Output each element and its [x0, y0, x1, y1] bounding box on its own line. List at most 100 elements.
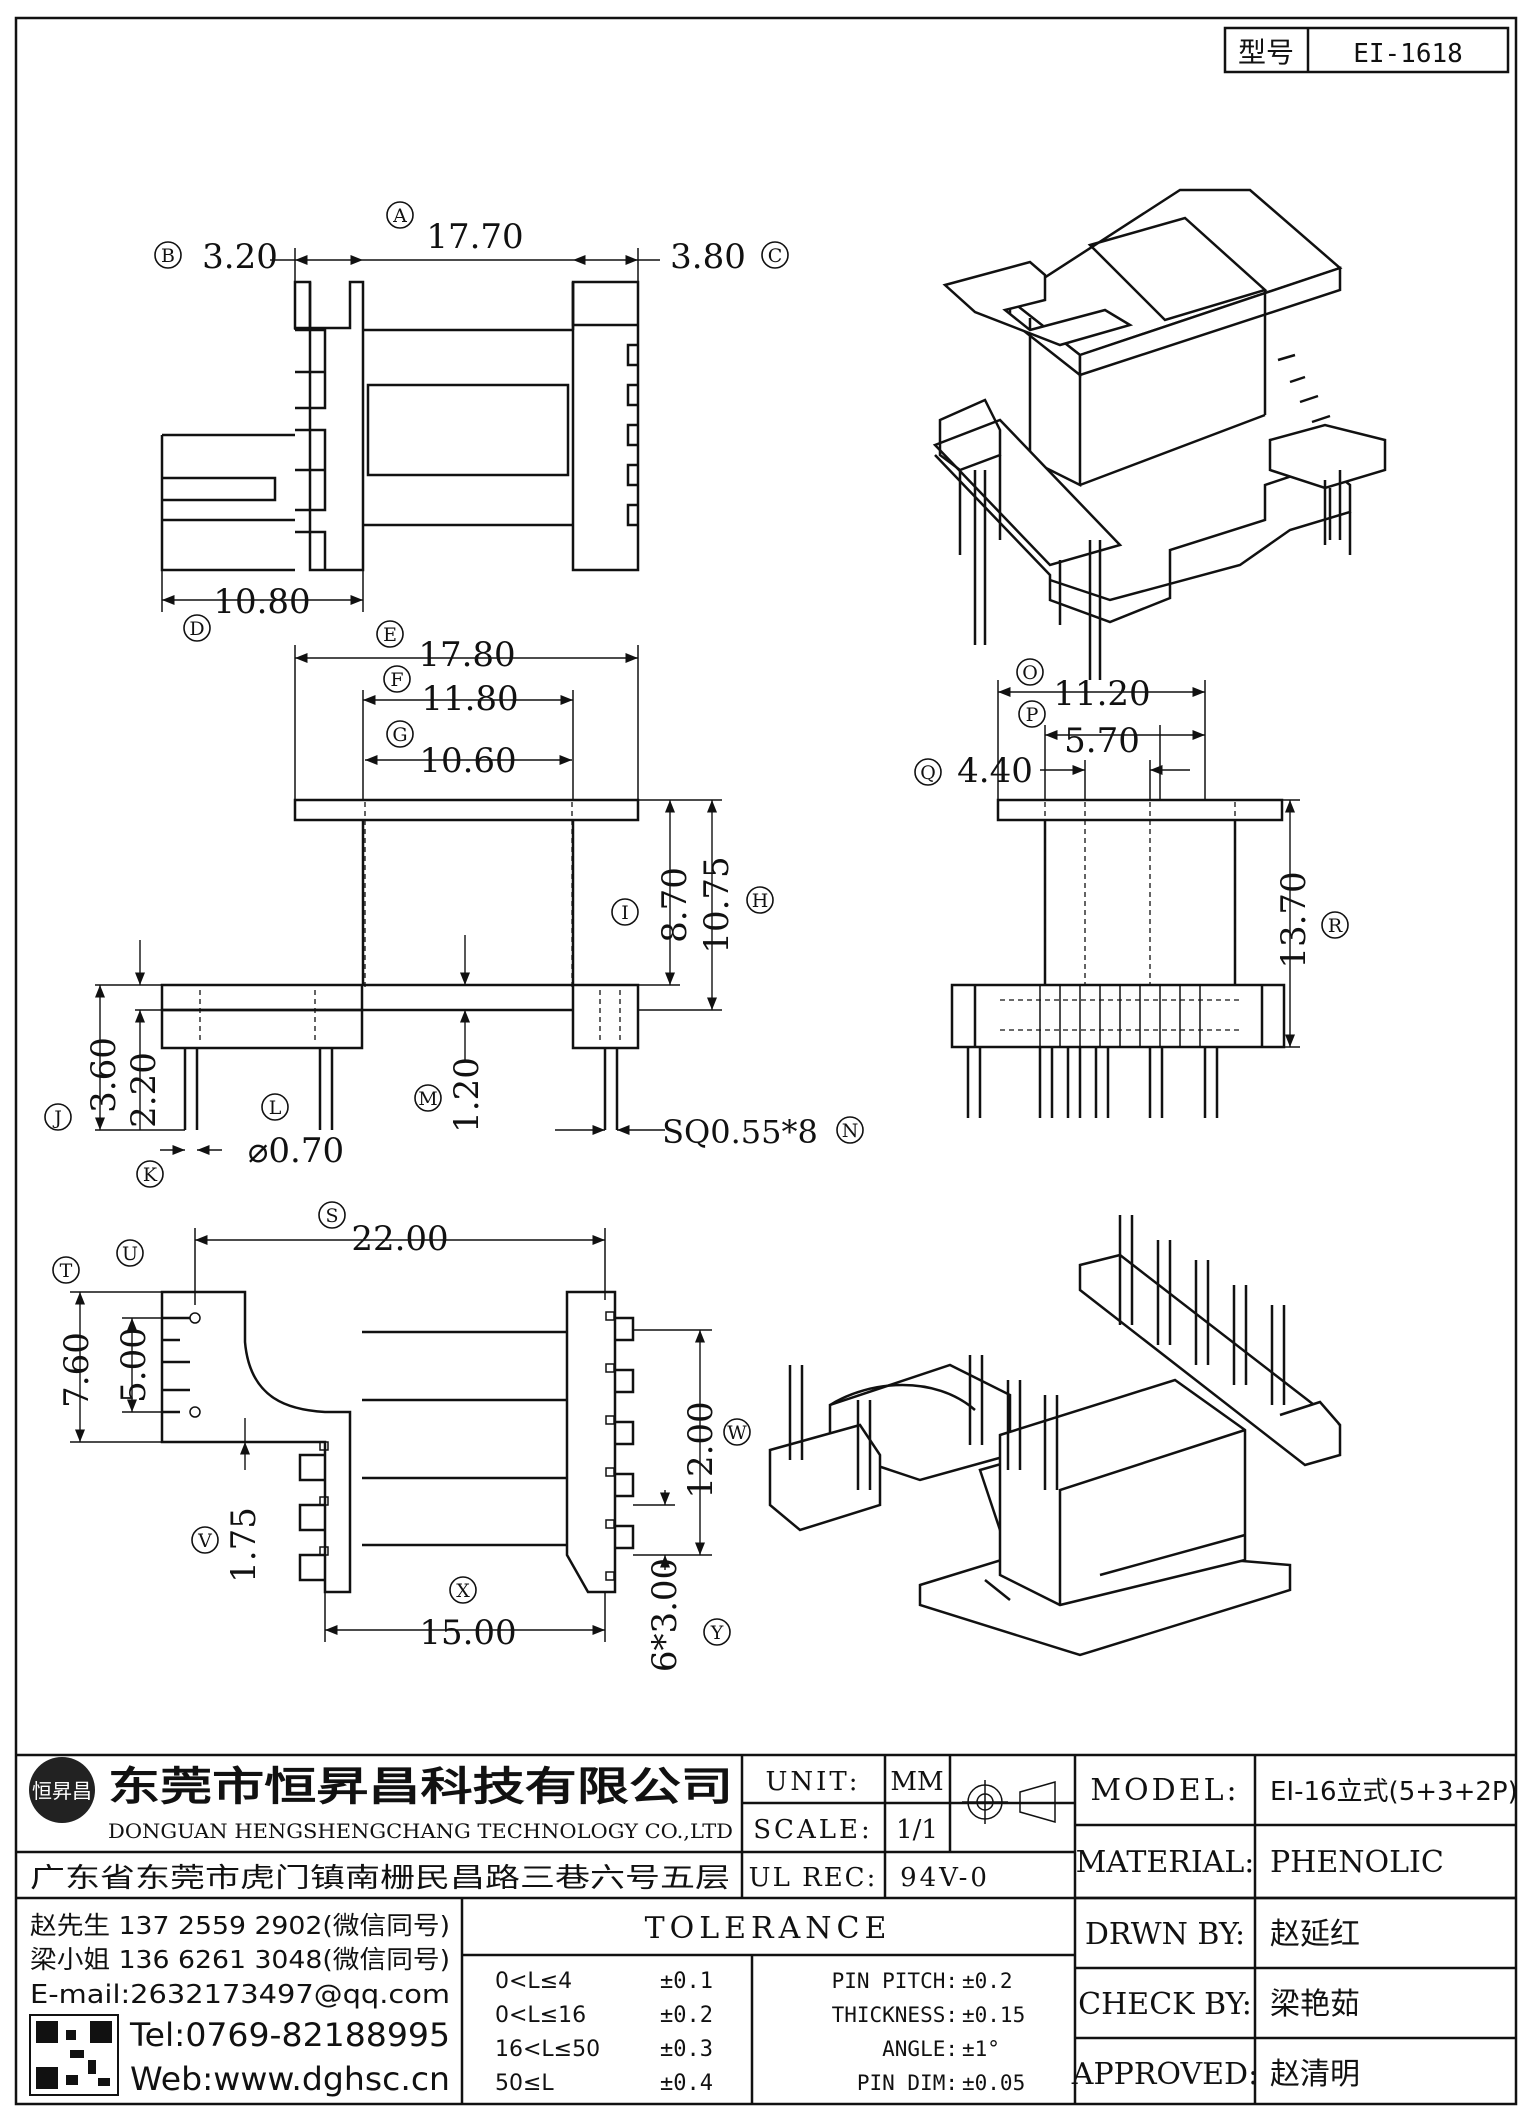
approved-value: 赵清明 [1270, 2057, 1360, 2092]
check-label: CHECK BY: [1078, 1987, 1252, 2022]
spec-label: THICKNESS: [832, 2003, 958, 2027]
svg-text:11.80: 11.80 [421, 679, 518, 719]
dim-J: J 3.60 [44, 1037, 124, 1131]
svg-text:O: O [1022, 662, 1038, 684]
front-view [160, 798, 640, 1130]
svg-text:T: T [60, 1260, 73, 1282]
contact-1: 赵先生 137 2559 2902(微信同号) [30, 1911, 450, 1940]
svg-text:10.75: 10.75 [697, 856, 737, 953]
svg-text:17.70: 17.70 [426, 217, 523, 257]
svg-text:C: C [768, 245, 783, 267]
tolerance-value: ±0.4 [660, 2071, 713, 2096]
svg-text:17.80: 17.80 [418, 635, 515, 675]
contact-2: 梁小姐 136 6261 3048(微信同号) [30, 1945, 450, 1974]
bottom-view [160, 1290, 635, 1594]
svg-text:恒昇昌: 恒昇昌 [32, 1779, 92, 1803]
svg-text:10.60: 10.60 [419, 741, 516, 781]
scale-value: 1/1 [896, 1815, 938, 1845]
model-value: EI-16立式(5+3+2P) [1270, 1777, 1518, 1807]
dim-W: W 12.00 [681, 1401, 751, 1499]
model-header: 型号 EI-1618 [1223, 26, 1510, 74]
unit-label: UNIT: [765, 1767, 860, 1797]
svg-text:5.00: 5.00 [114, 1327, 154, 1403]
svg-text:1.75: 1.75 [224, 1507, 264, 1583]
tolerance-title: TOLERANCE [645, 1911, 892, 1946]
spec-value: ±1° [962, 2037, 1000, 2061]
dim-O: O 11.20 [1016, 658, 1151, 714]
spec-label: ANGLE: [882, 2037, 958, 2061]
tolerance-value: ±0.3 [660, 2037, 713, 2062]
company-name-cn: 东莞市恒昇昌科技有限公司 [108, 1764, 733, 1810]
approved-label: APPROVED: [1071, 2057, 1258, 2092]
dim-B: B 3.20 [154, 237, 278, 277]
unit-value: MM [890, 1767, 943, 1797]
svg-text:S: S [325, 1205, 338, 1227]
spec-table: PIN PITCH: ±0.2 THICKNESS: ±0.15 ANGLE: … [832, 1969, 1026, 2095]
dim-Y: Y 6*3.00 [645, 1558, 731, 1672]
dim-E: E 17.80 [376, 620, 516, 675]
spec-label: PIN DIM: [857, 2071, 958, 2095]
svg-text:12.00: 12.00 [681, 1401, 721, 1498]
svg-text:11.20: 11.20 [1053, 674, 1150, 714]
tolerance-range: 0<L≤16 [495, 2003, 586, 2028]
dim-I: I 8.70 [611, 867, 695, 943]
dim-P: P 5.70 [1018, 700, 1140, 761]
sheet-border [14, 16, 1518, 2106]
drwn-value: 赵延红 [1270, 1917, 1360, 1952]
bottom-view-dims [70, 1228, 712, 1642]
tolerance-table: 0<L≤4 ±0.1 0<L≤16 ±0.2 16<L≤50 ±0.3 50≤L… [495, 1969, 713, 2096]
svg-text:E: E [383, 624, 397, 646]
svg-text:W: W [727, 1422, 747, 1444]
svg-text:A: A [392, 205, 407, 227]
dim-U: U 5.00 [114, 1239, 154, 1403]
svg-text:4.40: 4.40 [957, 751, 1033, 791]
svg-text:F: F [390, 669, 403, 691]
svg-text:D: D [189, 618, 204, 640]
svg-text:R: R [1328, 915, 1343, 937]
dim-F: F 11.80 [383, 665, 519, 719]
top-view [160, 280, 640, 572]
dim-Q: Q 4.40 [914, 751, 1033, 791]
projection-symbol-icon [962, 1780, 1056, 1824]
model-header-value: EI-1618 [1353, 39, 1463, 69]
scale-label: SCALE: [753, 1815, 873, 1845]
svg-text:L: L [269, 1097, 282, 1119]
side-view-dims [997, 680, 1300, 1048]
web-text: Web:www.dghsc.cn [130, 2060, 450, 2098]
front-view-dims [94, 645, 722, 1156]
dim-D: D 10.80 [183, 582, 311, 642]
dim-T: T 7.60 [52, 1256, 97, 1408]
svg-text:H: H [752, 890, 769, 912]
svg-text:15.00: 15.00 [419, 1613, 516, 1653]
svg-text:22.00: 22.00 [351, 1219, 448, 1259]
dim-C: C 3.80 [670, 237, 789, 277]
dim-X: X 15.00 [419, 1576, 517, 1653]
svg-text:13.70: 13.70 [1274, 871, 1314, 968]
model-label: MODEL: [1090, 1773, 1239, 1808]
svg-text:P: P [1026, 704, 1039, 726]
tel-text: Tel:0769-82188995 [129, 2016, 450, 2054]
dim-K: K 2.20 [124, 1052, 164, 1188]
svg-text:J: J [52, 1107, 62, 1129]
svg-text:Q: Q [920, 762, 936, 784]
material-label: MATERIAL: [1076, 1845, 1255, 1880]
spec-value: ±0.2 [962, 1969, 1013, 1993]
spec-value: ±0.15 [962, 2003, 1025, 2027]
svg-text:10.80: 10.80 [213, 582, 310, 622]
svg-text:Y: Y [710, 1622, 724, 1644]
isometric-view-bottom [768, 1215, 1342, 1657]
dim-H: H 10.75 [697, 856, 774, 954]
qr-code-icon [29, 2014, 119, 2096]
svg-text:2.20: 2.20 [124, 1052, 164, 1128]
dim-S: S 22.00 [318, 1201, 449, 1259]
email-text: E-mail:2632173497@qq.com [30, 1980, 450, 2010]
svg-text:7.60: 7.60 [57, 1332, 97, 1408]
svg-text:3.60: 3.60 [84, 1037, 124, 1113]
company-address: 广东省东莞市虎门镇南栅民昌路三巷六号五层 [30, 1863, 730, 1894]
svg-text:U: U [122, 1243, 138, 1265]
title-block [16, 1753, 1516, 2104]
svg-text:3.20: 3.20 [202, 237, 278, 277]
ulrec-value: 94V-0 [900, 1863, 990, 1893]
dim-V: V 1.75 [191, 1507, 264, 1583]
svg-text:8.70: 8.70 [655, 867, 695, 943]
